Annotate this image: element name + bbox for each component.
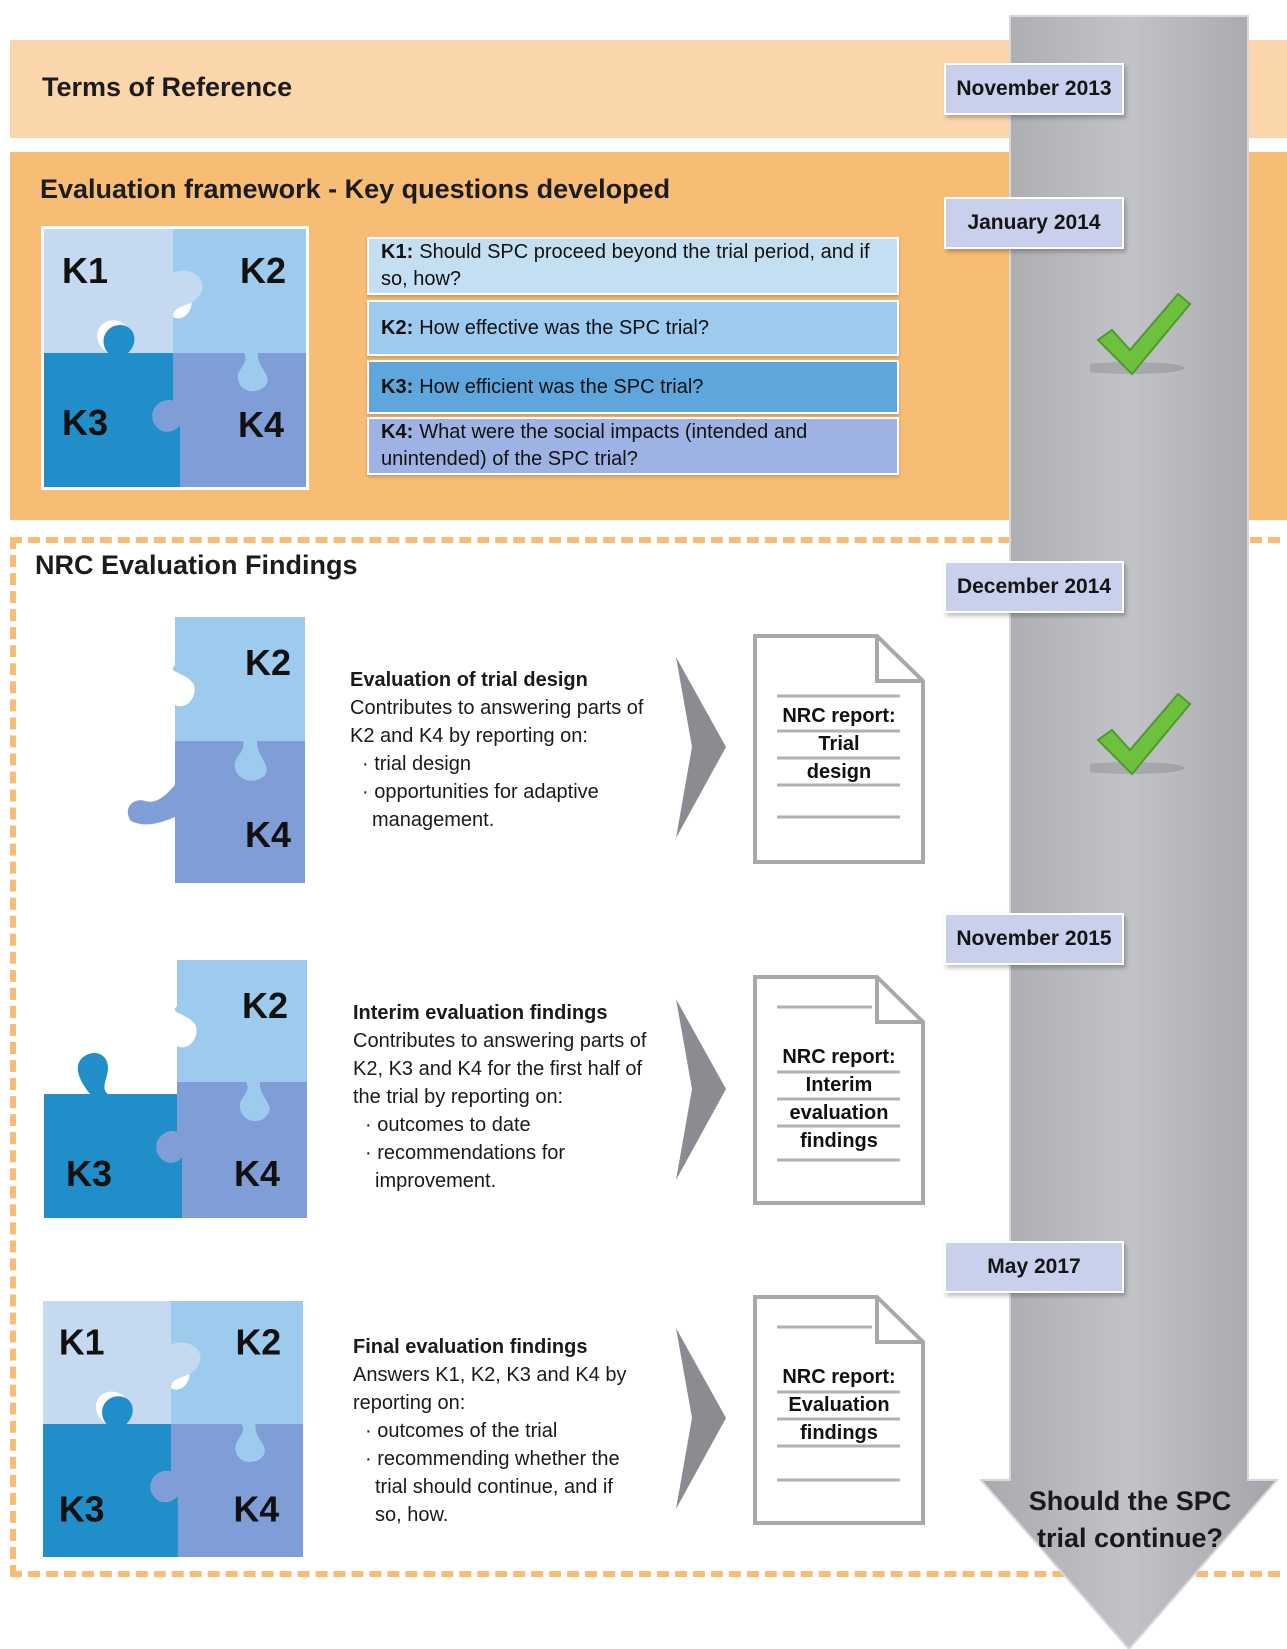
puzzle-label-k2: K2	[245, 642, 291, 683]
puzzle-label-k3: K3	[62, 402, 108, 443]
terms-of-reference-title: Terms of Reference	[42, 72, 293, 102]
finding-1-line: Contributes to answering parts of	[350, 697, 644, 719]
findings-title: NRC Evaluation Findings	[35, 550, 358, 580]
date-may-2017: May 2017	[944, 1241, 1124, 1293]
finding-2-line: the trial by reporting on:	[353, 1086, 564, 1108]
question-k3-text: How efficient was the SPC trial?	[419, 375, 704, 398]
puzzle-piece-k4	[127, 741, 305, 883]
puzzle-piece-k3	[44, 1053, 182, 1218]
puzzle-piece-k3	[44, 325, 180, 487]
report-3-line: Evaluation	[788, 1394, 890, 1416]
date-january-2014: January 2014	[944, 197, 1124, 249]
puzzle-label-k2: K2	[236, 1323, 282, 1363]
question-k2-code: K2:	[381, 316, 414, 339]
puzzle-piece-k4	[150, 1424, 304, 1558]
finding-1-line: K2 and K4 by reporting on:	[350, 725, 588, 747]
finding-3-text: Final evaluation findings Answers K1, K2…	[353, 1333, 627, 1529]
puzzle-k2-k4: K2 K4	[127, 617, 305, 883]
finding-3-bullet: so, how.	[375, 1504, 449, 1526]
puzzle-k2-k3-k4: K2 K3 K4	[44, 960, 307, 1218]
puzzle-piece-k4	[152, 353, 306, 487]
puzzle-label-k1: K1	[62, 250, 108, 291]
finding-1-text: Evaluation of trial design Contributes t…	[350, 666, 644, 834]
puzzle-piece-k1	[42, 1300, 201, 1425]
finding-1-bullet: management.	[372, 809, 495, 831]
report-document-icon	[753, 634, 925, 864]
puzzle-label-k4: K4	[245, 814, 291, 855]
finding-2-heading: Interim evaluation findings	[353, 1002, 608, 1024]
report-3-line: findings	[800, 1422, 878, 1444]
finding-2-text: Interim evaluation findings Contributes …	[353, 999, 647, 1195]
conclusion-question: Should the SPC trial continue?	[1010, 1483, 1250, 1557]
report-2-line: Interim	[805, 1074, 873, 1096]
finding-1-bullet: · opportunities for adaptive	[362, 781, 599, 803]
chevron-right-icon	[676, 999, 726, 1180]
finding-1-bullet: · trial design	[362, 753, 471, 775]
checkmark-icon	[1090, 692, 1192, 776]
question-k3: K3:How efficient was the SPC trial?	[367, 360, 899, 414]
question-k2: K2:How effective was the SPC trial?	[367, 300, 899, 356]
conclusion-line: Should the SPC	[1028, 1486, 1232, 1516]
puzzle-label-k4: K4	[234, 1153, 280, 1194]
chevron-right-icon	[676, 1328, 726, 1509]
report-2-line: evaluation	[789, 1102, 889, 1124]
report-1-line: NRC report:	[782, 705, 896, 727]
finding-1-heading: Evaluation of trial design	[350, 669, 588, 691]
puzzle-piece-k2	[174, 960, 307, 1122]
findings-dashed-frame	[10, 537, 1280, 1577]
puzzle-label-k3: K3	[59, 1489, 105, 1529]
finding-2-line: Contributes to answering parts of	[353, 1030, 647, 1052]
puzzle-full-final: K1 K2 K3 K4	[40, 1297, 306, 1561]
puzzle-piece-k2	[156, 1300, 304, 1464]
puzzle-piece-k2	[158, 229, 306, 393]
finding-3-bullet: trial should continue, and if	[375, 1476, 613, 1498]
puzzle-label-k1: K1	[59, 1323, 105, 1363]
question-k1-code: K1:	[381, 241, 414, 263]
finding-2-line: K2, K3 and K4 for the first half of	[353, 1058, 643, 1080]
puzzle-label-k2: K2	[242, 985, 288, 1026]
puzzle-piece-k4	[156, 1082, 307, 1218]
question-k4-text: What were the social impacts (intended a…	[381, 421, 808, 470]
report-2-line: NRC report:	[782, 1046, 896, 1068]
evaluation-framework-title: Evaluation framework - Key questions dev…	[40, 174, 671, 204]
finding-3-heading: Final evaluation findings	[353, 1336, 588, 1358]
finding-3-line: reporting on:	[353, 1392, 466, 1414]
date-november-2013: November 2013	[944, 63, 1124, 115]
finding-2-bullet: · recommendations for	[365, 1142, 566, 1164]
puzzle-piece-k3	[42, 1396, 178, 1558]
puzzle-piece-k2	[172, 617, 305, 781]
question-k2-text: How effective was the SPC trial?	[419, 316, 709, 339]
conclusion-line: trial continue?	[1036, 1523, 1223, 1553]
report-1-line: design	[806, 761, 872, 783]
question-k1-text: Should SPC proceed beyond the trial peri…	[381, 241, 870, 290]
finding-3-bullet: · outcomes of the trial	[365, 1420, 558, 1442]
report-document-icon	[753, 975, 925, 1205]
report-3-line: NRC report:	[782, 1366, 896, 1388]
puzzle-label-k4: K4	[238, 404, 284, 445]
finding-2-bullet: · outcomes to date	[365, 1114, 531, 1136]
report-1-line: Trial	[818, 733, 860, 755]
report-2-label: NRC report: Interim evaluation findings	[754, 1043, 924, 1155]
finding-3-line: Answers K1, K2, K3 and K4 by	[353, 1364, 627, 1386]
report-3-label: NRC report: Evaluation findings	[754, 1363, 924, 1447]
puzzle-label-k3: K3	[66, 1153, 112, 1194]
puzzle-label-k2: K2	[240, 250, 286, 291]
chevron-right-icon	[676, 657, 726, 838]
report-1-label: NRC report: Trial design	[754, 702, 924, 786]
finding-3-bullet: · recommending whether the	[365, 1448, 620, 1470]
date-december-2014: December 2014	[944, 561, 1124, 613]
question-k3-code: K3:	[381, 375, 414, 398]
date-november-2015: November 2015	[944, 913, 1124, 965]
report-document-icon	[753, 1295, 925, 1525]
question-k4-code: K4:	[381, 421, 414, 443]
puzzle-label-k4: K4	[234, 1489, 280, 1529]
question-k4: K4:What were the social impacts (intende…	[367, 417, 899, 475]
checkmark-icon	[1090, 292, 1192, 376]
puzzle-piece-k1	[44, 229, 203, 353]
finding-2-bullet: improvement.	[375, 1170, 497, 1192]
question-k1: K1:Should SPC proceed beyond the trial p…	[367, 237, 899, 295]
puzzle-full-framework: K1 K2 K3 K4	[41, 226, 309, 490]
timeline-arrow	[980, 15, 1280, 1649]
report-2-line: findings	[800, 1130, 878, 1152]
